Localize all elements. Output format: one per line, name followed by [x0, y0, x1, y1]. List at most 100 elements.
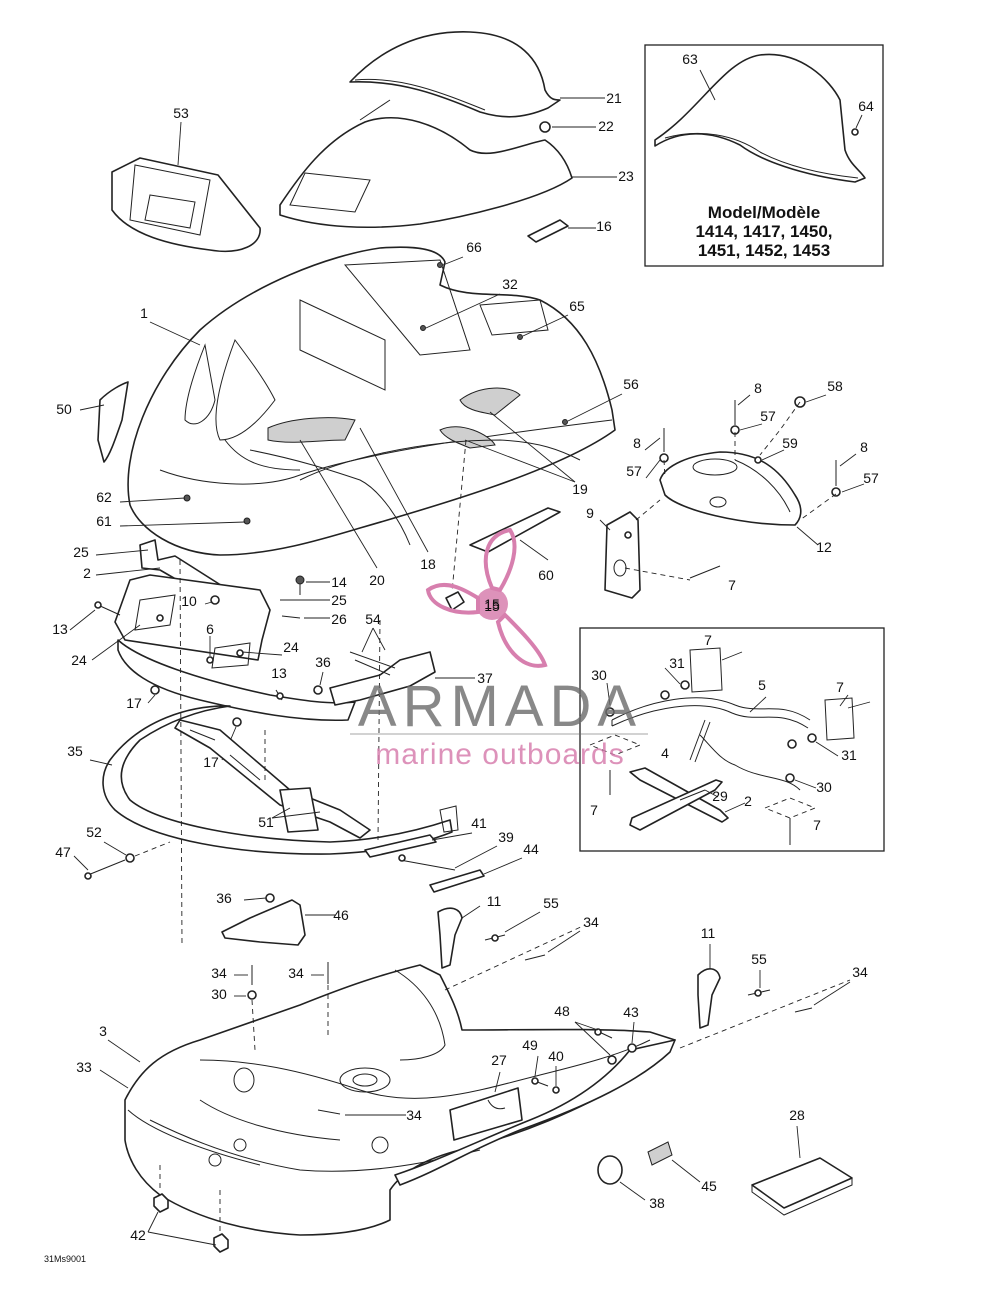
- callout-c43: 43: [623, 1004, 639, 1020]
- callout-c56: 56: [623, 376, 639, 392]
- callout-c36b: 36: [216, 890, 232, 906]
- callout-c42: 42: [130, 1227, 146, 1243]
- callout-c1: 1: [140, 305, 148, 321]
- emblem-part-45: [647, 1141, 673, 1166]
- callout-c8b: 8: [633, 435, 641, 451]
- callout-c57b: 57: [626, 463, 642, 479]
- callout-c58: 58: [827, 378, 843, 394]
- callout-c61: 61: [96, 513, 112, 529]
- mount-part-37: [329, 651, 436, 706]
- callout-c7a: 7: [728, 577, 736, 593]
- deflector-part-11-right: [697, 968, 721, 1029]
- console-part-53: [111, 157, 261, 252]
- callout-c19: 19: [572, 481, 588, 497]
- callout-c60: 60: [538, 567, 554, 583]
- callout-c31b: 31: [841, 747, 857, 763]
- callout-c39: 39: [498, 829, 514, 845]
- callout-c54: 54: [365, 611, 381, 627]
- callout-c57a: 57: [760, 408, 776, 424]
- callout-c23: 23: [618, 168, 634, 184]
- callout-c25b: 25: [331, 592, 347, 608]
- bracket-inset-box: [579, 627, 885, 852]
- callout-c64: 64: [858, 98, 874, 114]
- callout-c24a: 24: [283, 639, 299, 655]
- callout-c47: 47: [55, 844, 71, 860]
- callout-c57c: 57: [863, 470, 879, 486]
- hood-part-1: [127, 246, 616, 556]
- callout-c20: 20: [369, 572, 385, 588]
- callout-c55a: 55: [543, 895, 559, 911]
- callout-c24b: 24: [71, 652, 87, 668]
- callout-c11a: 11: [487, 893, 502, 909]
- clip-part-16: [527, 219, 569, 243]
- callout-c62: 62: [96, 489, 112, 505]
- model-box-title: Model/Modèle: [708, 203, 820, 222]
- bracket-part-9: [604, 511, 641, 599]
- callout-c44: 44: [523, 841, 539, 857]
- callout-c38: 38: [649, 1195, 665, 1211]
- callout-c27: 27: [491, 1052, 507, 1068]
- callout-c28: 28: [789, 1107, 805, 1123]
- windshield-part-63: [654, 53, 866, 183]
- reinforcement-part-51: [174, 719, 371, 839]
- callout-c51: 51: [258, 814, 274, 830]
- callout-c48: 48: [554, 1003, 570, 1019]
- vent-part-50: [97, 381, 129, 463]
- callout-c21: 21: [606, 90, 622, 106]
- callout-c66: 66: [466, 239, 482, 255]
- callout-c4: 4: [661, 745, 669, 761]
- callout-c31a: 31: [669, 655, 685, 671]
- callout-c32: 32: [502, 276, 518, 292]
- callout-c34b: 34: [211, 965, 227, 981]
- callout-c34e: 34: [406, 1107, 422, 1123]
- callout-c50: 50: [56, 401, 72, 417]
- callout-c26: 26: [331, 611, 347, 627]
- callout-c3: 3: [99, 1023, 107, 1039]
- nut-part-42: [153, 1193, 169, 1213]
- cable-part-5: [611, 697, 811, 729]
- panel-part-12: [659, 451, 802, 526]
- propeller-logo-icon: 15: [425, 527, 548, 668]
- cross-bracket-part-2: [629, 767, 729, 823]
- callout-c35: 35: [67, 743, 83, 759]
- figure-code: 31Ms9001: [44, 1254, 86, 1264]
- callout-c7c: 7: [836, 679, 844, 695]
- skid-part-27: [449, 1087, 523, 1141]
- callout-c13a: 13: [52, 621, 68, 637]
- callout-c22: 22: [598, 118, 614, 134]
- callout-c7b: 7: [704, 632, 712, 648]
- callout-c11b: 11: [701, 925, 716, 941]
- watermark-brand: ARMADA: [358, 674, 642, 739]
- callout-c7d: 7: [590, 802, 598, 818]
- callout-c2a: 2: [83, 565, 91, 581]
- callout-c12: 12: [816, 539, 832, 555]
- callout-c17b: 17: [203, 754, 219, 770]
- callout-c55b: 55: [751, 951, 767, 967]
- cap-part-38: [597, 1155, 623, 1185]
- callout-c9: 9: [586, 505, 594, 521]
- callout-c29: 29: [712, 788, 728, 804]
- callout-c53: 53: [173, 105, 189, 121]
- callout-c5: 5: [758, 677, 766, 693]
- model-box-line2: 1451, 1452, 1453: [698, 241, 830, 260]
- svg-text:15: 15: [484, 596, 500, 612]
- callout-c30b: 30: [816, 779, 832, 795]
- callout-c34d: 34: [852, 964, 868, 980]
- callout-c36a: 36: [315, 654, 331, 670]
- model-box-line1: 1414, 1417, 1450,: [695, 222, 832, 241]
- callout-c10: 10: [181, 593, 197, 609]
- callout-c25a: 25: [73, 544, 89, 560]
- callout-c52: 52: [86, 824, 102, 840]
- callout-c34a: 34: [583, 914, 599, 930]
- callout-c13b: 13: [271, 665, 287, 681]
- nut-part-22: [539, 121, 551, 133]
- callout-c49: 49: [522, 1037, 538, 1053]
- callout-c30a: 30: [591, 667, 607, 683]
- callout-c16: 16: [596, 218, 612, 234]
- callout-c8a: 8: [754, 380, 762, 396]
- callout-c6: 6: [206, 621, 214, 637]
- callout-c59: 59: [782, 435, 798, 451]
- rail-part-33: [394, 1039, 676, 1186]
